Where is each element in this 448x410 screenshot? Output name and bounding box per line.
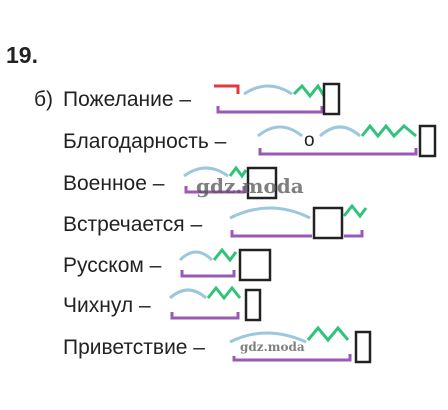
morpheme-scheme-row-7 bbox=[229, 325, 372, 364]
word-row-7: Приветствие – bbox=[63, 336, 205, 359]
morpheme-scheme-row-1 bbox=[214, 82, 341, 116]
word-row-2: Благодарность – bbox=[63, 130, 227, 153]
word-row-1: Пожелание – bbox=[63, 88, 192, 111]
word-row-6: Чихнул – bbox=[63, 294, 151, 317]
morpheme-scheme-row-6 bbox=[169, 285, 262, 322]
morpheme-scheme-row-4 bbox=[229, 203, 368, 240]
watermark-text-small: gdz.moda bbox=[240, 340, 305, 354]
word-row-3: Военное – bbox=[63, 172, 165, 195]
morpheme-scheme-row-5 bbox=[178, 247, 272, 282]
connecting-vowel-letter: о bbox=[304, 130, 315, 151]
subtask-label: б) bbox=[34, 88, 54, 111]
word-row-5: Русском – bbox=[63, 254, 162, 277]
word-row-4: Встречается – bbox=[63, 213, 203, 236]
watermark-text: gdz.moda bbox=[196, 174, 304, 198]
morpheme-scheme-row-2 bbox=[257, 123, 437, 158]
task-number: 19. bbox=[6, 42, 38, 68]
morpheme-scheme-row-3 bbox=[183, 165, 278, 200]
